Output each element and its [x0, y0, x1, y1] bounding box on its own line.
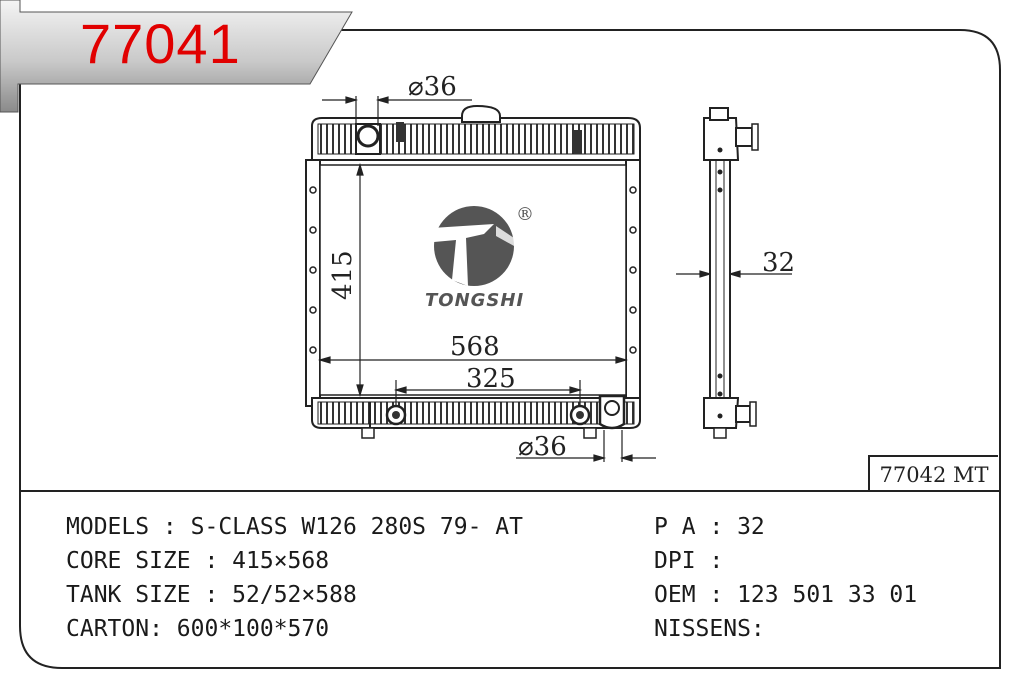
spec-tank-size: TANK SIZE : 52/52×588 [66, 582, 357, 608]
side-bottom-tank [703, 397, 740, 429]
spec-carton: CARTON: 600*100*570 [66, 616, 330, 642]
side-inlet-pipe [735, 127, 753, 147]
core-thickness-label: 32 [762, 248, 796, 278]
spec-nissens: NISSENS: [654, 616, 765, 642]
part-number-title: 77041 [80, 12, 241, 75]
variant-label: 77042 MT [868, 455, 998, 492]
side-core [709, 159, 731, 399]
inlet-pipe [356, 124, 380, 148]
inner-span-label: 325 [466, 364, 516, 394]
sheet-frame [19, 29, 1001, 669]
registered-mark: ® [516, 204, 534, 225]
filler-cap [461, 104, 501, 123]
spec-core-size: CORE SIZE : 415×568 [66, 548, 330, 574]
spec-oem: OEM : 123 501 33 01 [654, 582, 918, 608]
core-height-label: 415 [328, 250, 358, 300]
tongshi-logo [432, 206, 520, 286]
side-top-tank [703, 117, 740, 161]
inlet-diameter-label: ⌀36 [408, 72, 457, 102]
left-side-rail [305, 159, 321, 407]
brand-name: TONGSHI [425, 290, 525, 311]
dimension-lines [317, 96, 792, 462]
spec-dpi: DPI : [654, 548, 724, 574]
core-width-label: 568 [450, 332, 500, 362]
spec-pa: P A : 32 [654, 514, 765, 540]
right-side-rail [625, 159, 641, 407]
outlet-diameter-label: ⌀36 [518, 432, 567, 462]
radiator-side-view [703, 107, 759, 439]
spec-models: MODELS : S-CLASS W126 280S 79- AT [66, 514, 523, 540]
title-banner [0, 0, 353, 113]
